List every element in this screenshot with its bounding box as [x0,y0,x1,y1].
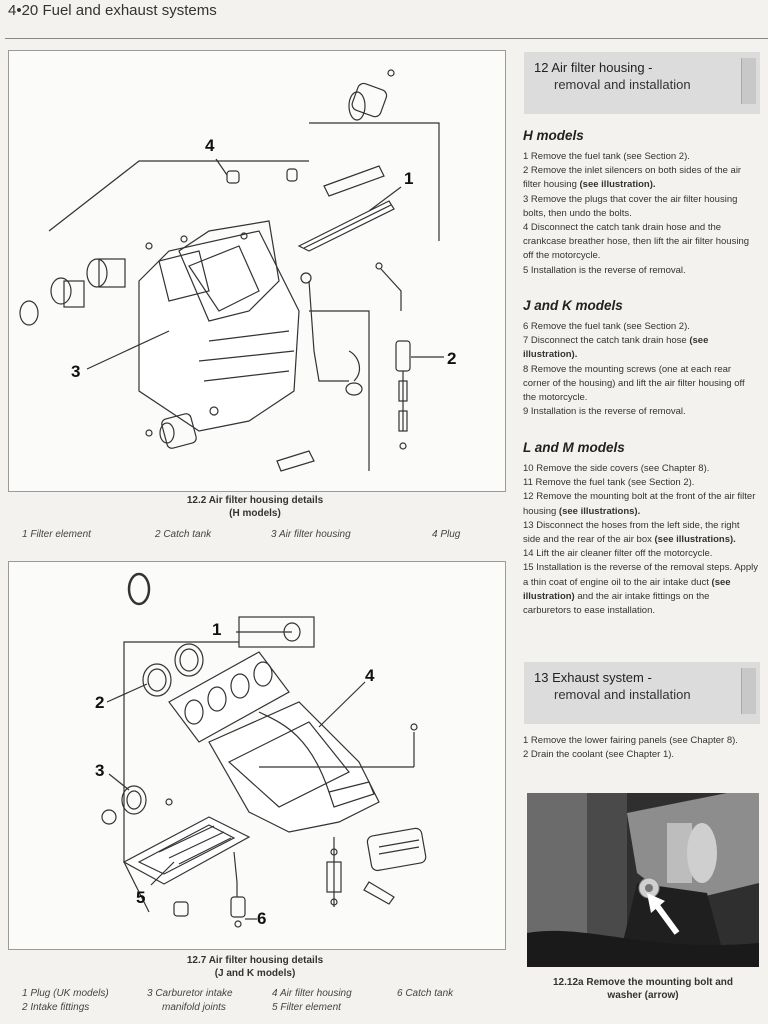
figure-12-7: 1 2 4 3 5 6 [8,561,506,950]
section-13-title: 13 Exhaust system - [534,670,652,685]
step: 4 Disconnect the catch tank drain hose a… [523,222,750,262]
figure-12-2-caption: 12.2 Air filter housing details (H model… [140,494,370,520]
lm-models-heading: L and M models [523,440,625,455]
step: 3 Remove the plugs that cover the air fi… [523,193,738,219]
callout-6: 6 [257,909,267,928]
callout-2: 2 [95,693,105,712]
legend-item: 4 Air filter housing [272,988,352,999]
air-filter-housing-jk-diagram [101,572,427,928]
step: 13 Disconnect the hoses from the left si… [523,519,759,547]
legend-item: 4 Plug [432,529,461,540]
caption-line-1: 12.7 Air filter housing details [186,955,324,966]
step-ref: (see illustrations). [558,505,641,517]
step: 7 Disconnect the catch tank drain hose (… [523,334,759,362]
step-ref: (see illustration) [523,576,731,602]
chapter-title: Fuel and exhaust systems [42,2,217,19]
figure-12-7-caption: 12.7 Air filter housing details (J and K… [140,954,370,980]
step-text: 15 Installation is the reverse of the re… [523,562,758,588]
step-ref: (see illustrations). [654,534,736,546]
callout-4: 4 [365,666,375,685]
h-models-steps: 1 Remove the fuel tank (see Section 2). … [523,150,759,278]
callout-1: 1 [404,169,414,188]
legend-item: 6 Catch tank [397,988,454,999]
section-13-subtitle: removal and installation [554,687,691,702]
step-text: 13 Disconnect the hoses from the left si… [523,519,740,546]
difficulty-tab-icon [741,58,756,104]
section-12-title: 12 Air filter housing - [534,60,653,75]
legend-item: 5 Filter element [272,1002,341,1013]
callout-5: 5 [136,888,146,907]
callout-1: 1 [212,620,222,639]
step-ref: (see illustration). [579,179,656,191]
section-13-steps: 1 Remove the lower fairing panels (see C… [523,734,759,762]
step: 6 Remove the fuel tank (see Section 2). [523,321,690,332]
legend-item: 3 Air filter housing [271,529,351,540]
header-rule [5,38,768,39]
page-number: 4•20 [8,2,39,19]
step-text: 7 Disconnect the catch tank drain hose [523,335,687,347]
caption-line-1: 12.2 Air filter housing details [186,495,324,506]
photo-caption: 12.12a Remove the mounting bolt and wash… [527,976,759,1002]
caption-line-2: (H models) [229,508,281,519]
caption-line-1: 12.12a Remove the mounting bolt and [552,977,734,988]
step: 12 Remove the mounting bolt at the front… [523,490,759,518]
step: 10 Remove the side covers (see Chapter 8… [523,463,710,474]
step: 14 Lift the air cleaner filter off the m… [523,548,713,560]
step: 15 Installation is the reverse of the re… [523,561,759,618]
difficulty-tab-icon [741,668,756,714]
h-models-heading: H models [523,128,584,143]
legend-item: 3 Carburetor intake [147,988,233,999]
legend-item: 2 Intake fittings [22,1002,90,1013]
step-text: 2 Remove the inlet silencers on both sid… [523,165,742,191]
legend-item: 1 Filter element [22,529,91,540]
step-text: 12 Remove the mounting bolt at the front… [523,491,756,517]
step: 2 Remove the inlet silencers on both sid… [523,164,759,192]
callout-4: 4 [205,136,215,155]
section-13-heading-box: 13 Exhaust system - removal and installa… [524,662,760,724]
step: 9 Installation is the reverse of removal… [523,406,686,418]
legend-item: 2 Catch tank [155,529,212,540]
step: 1 Remove the fuel tank (see Section 2). [523,151,690,162]
legend-item: 1 Plug (UK models) [22,988,109,999]
air-filter-housing-h-diagram [19,69,444,472]
step-ref: (see illustration). [523,335,709,361]
caption-line-2: (J and K models) [214,968,296,979]
step: 5 Installation is the reverse of removal… [523,264,686,276]
mounting-bolt-photo [527,793,759,967]
jk-models-steps: 6 Remove the fuel tank (see Section 2). … [523,320,759,419]
caption-line-2: washer (arrow) [607,990,679,1001]
jk-models-heading: J and K models [523,298,623,313]
page-header: 4•20 Fuel and exhaust systems [8,2,217,19]
step: 2 Drain the coolant (see Chapter 1). [523,749,675,761]
section-12-heading-box: 12 Air filter housing - removal and inst… [524,52,760,114]
step-text: and the air intake fittings on the carbu… [523,590,710,617]
step: 1 Remove the lower fairing panels (see C… [523,735,738,746]
step: 11 Remove the fuel tank (see Section 2). [523,477,695,489]
figure-12-2: 4 1 3 2 [8,50,506,492]
legend-item: manifold joints [162,1002,226,1013]
callout-2: 2 [447,349,457,368]
lm-models-steps: 10 Remove the side covers (see Chapter 8… [523,462,759,618]
callout-3: 3 [71,362,81,381]
section-12-subtitle: removal and installation [554,77,691,92]
step: 8 Remove the mounting screws (one at eac… [523,363,745,404]
photo-illustration [527,793,759,967]
callout-3: 3 [95,761,105,780]
